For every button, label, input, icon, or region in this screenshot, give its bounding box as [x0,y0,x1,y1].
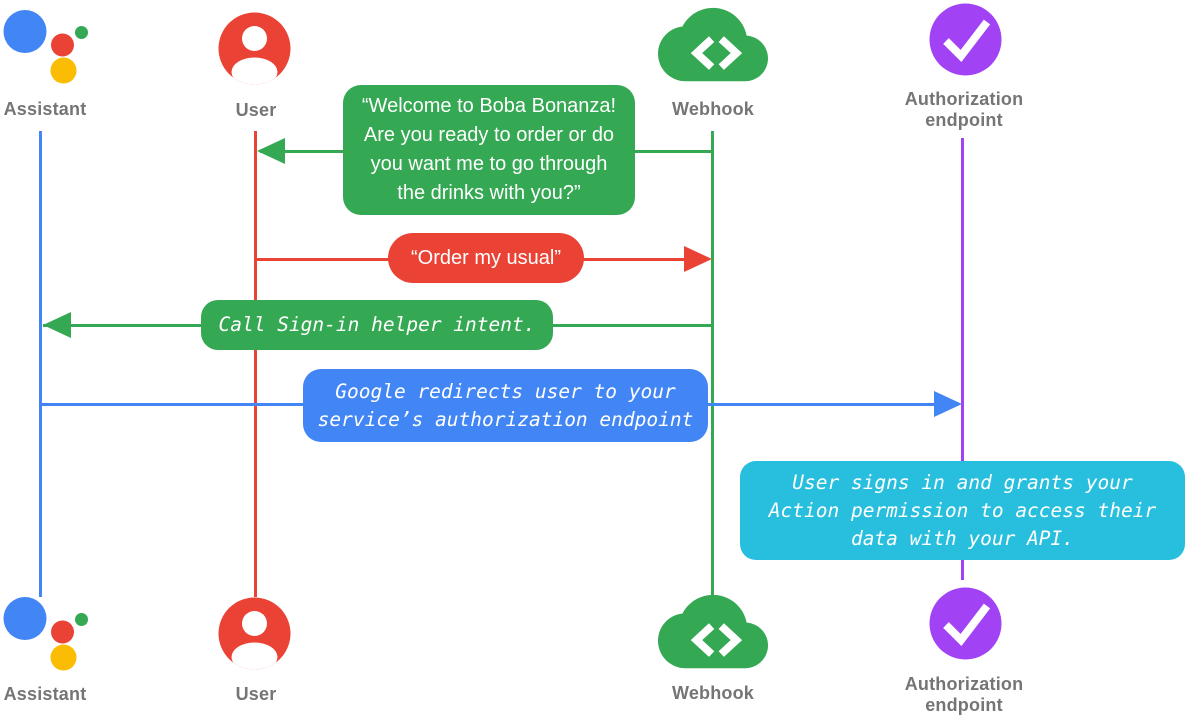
redirect-arrowhead-icon [934,391,962,417]
user-lifeline [254,131,257,597]
google-assistant-logo-icon [3,597,88,671]
google-assistant-logo-icon [3,10,88,84]
message-bubble-order: “Order my usual” [388,233,584,283]
user-label-bottom: User [235,684,277,704]
check-circle-icon [929,3,1002,76]
message-bubble-welcome: “Welcome to Boba Bonanza! Are you ready … [343,85,635,215]
check-circle-icon [929,587,1002,660]
assistant-label-bottom: Assistant [3,684,87,704]
auth-endpoint-lifeline [961,138,964,580]
welcome-arrowhead-icon [257,138,285,164]
order-arrowhead-icon [684,246,712,272]
assistant-lifeline [39,131,42,597]
person-circle-icon [218,597,291,670]
cloud-code-icon [658,7,768,82]
user-label-top: User [235,100,277,120]
message-bubble-redirect: Google redirects user to your service’s … [303,369,708,442]
auth-endpoint-label-bottom: Authorization endpoint [904,674,1024,715]
person-circle-icon [218,12,291,85]
webhook-label-top: Webhook [671,99,755,119]
webhook-label-bottom: Webhook [671,683,755,703]
note-bubble-grant: User signs in and grants your Action per… [740,461,1185,560]
signin-arrowhead-icon [43,312,71,338]
cloud-code-icon [658,594,768,669]
webhook-lifeline [711,131,714,596]
auth-endpoint-label-top: Authorization endpoint [904,89,1024,130]
assistant-label-top: Assistant [3,99,87,119]
message-bubble-signin: Call Sign-in helper intent. [201,300,553,350]
